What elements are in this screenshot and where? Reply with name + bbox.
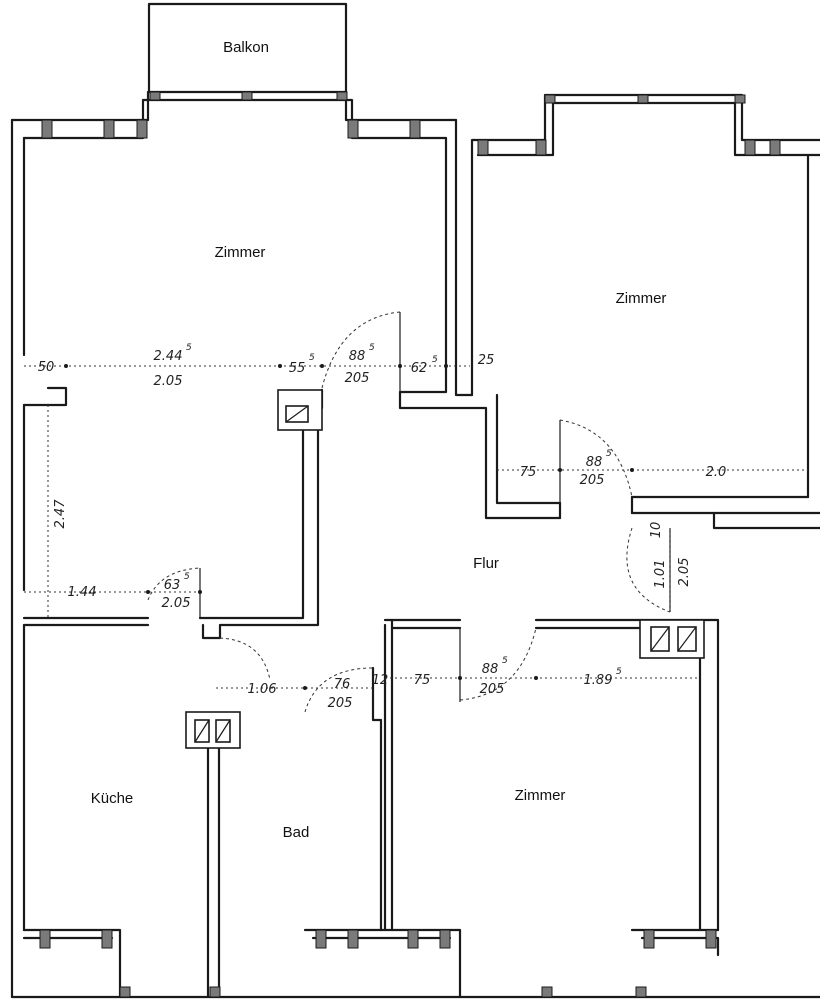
dim-205f: 205	[328, 696, 353, 711]
dim-55-sup: 5	[309, 353, 315, 363]
dim-88c: 88	[482, 662, 499, 677]
dim-25: 25	[478, 353, 495, 368]
dim-88b-sup: 5	[606, 449, 612, 459]
room-label-bad: Bad	[283, 824, 310, 841]
dim-62-sup: 5	[432, 355, 438, 365]
dim-75b: 75	[414, 673, 431, 688]
dimension-lines	[24, 364, 808, 690]
dim-88b: 88	[586, 455, 603, 470]
dim-205a: 2.05	[154, 374, 183, 389]
dim-205d: 2.05	[162, 596, 191, 611]
chimney-shafts	[185, 389, 705, 749]
dim-144: 1.44	[68, 585, 97, 600]
room-label-zimmer-nw: Zimmer	[215, 244, 266, 261]
dim-101: 1.01	[653, 560, 668, 589]
dim-189-sup: 5	[616, 667, 622, 677]
dim-62: 62	[411, 361, 428, 376]
dim-88a-sup: 5	[369, 343, 375, 353]
room-label-zimmer-s: Zimmer	[515, 787, 566, 804]
dim-63: 63	[164, 578, 181, 593]
dim-12: 12	[372, 673, 389, 688]
room-label-flur: Flur	[473, 555, 499, 572]
balcony: Balkon	[147, 2, 348, 94]
dim-76: 76	[334, 677, 351, 692]
dim-75a: 75	[520, 465, 537, 480]
dimension-labels: 50 2.44 5 2.05 55 5 88 5 205 62 5 25 75 …	[38, 343, 727, 711]
dim-50: 50	[38, 360, 55, 375]
dim-189: 1.89	[584, 673, 613, 688]
dim-244-sup: 5	[186, 343, 192, 353]
dim-20: 2.0	[706, 465, 727, 480]
dim-244: 2.44	[154, 349, 183, 364]
dim-88a: 88	[349, 349, 366, 364]
door-swings	[147, 311, 671, 713]
outer-walls	[10, 90, 820, 999]
room-label-zimmer-ne: Zimmer	[616, 290, 667, 307]
dim-247: 2.47	[53, 499, 68, 529]
room-label-kueche: Küche	[91, 790, 134, 807]
dim-88c-sup: 5	[502, 656, 508, 666]
dim-205b: 205	[345, 371, 370, 386]
dim-106: 1.06	[248, 682, 277, 697]
window-jambs	[39, 91, 781, 998]
dim-205e: 2.05	[677, 558, 692, 587]
room-label-balkon: Balkon	[223, 39, 269, 56]
dim-63-sup: 5	[184, 572, 190, 582]
dim-55: 55	[289, 361, 306, 376]
dim-205g: 205	[480, 682, 505, 697]
dim-10: 10	[649, 522, 664, 539]
dim-205c: 205	[580, 473, 605, 488]
